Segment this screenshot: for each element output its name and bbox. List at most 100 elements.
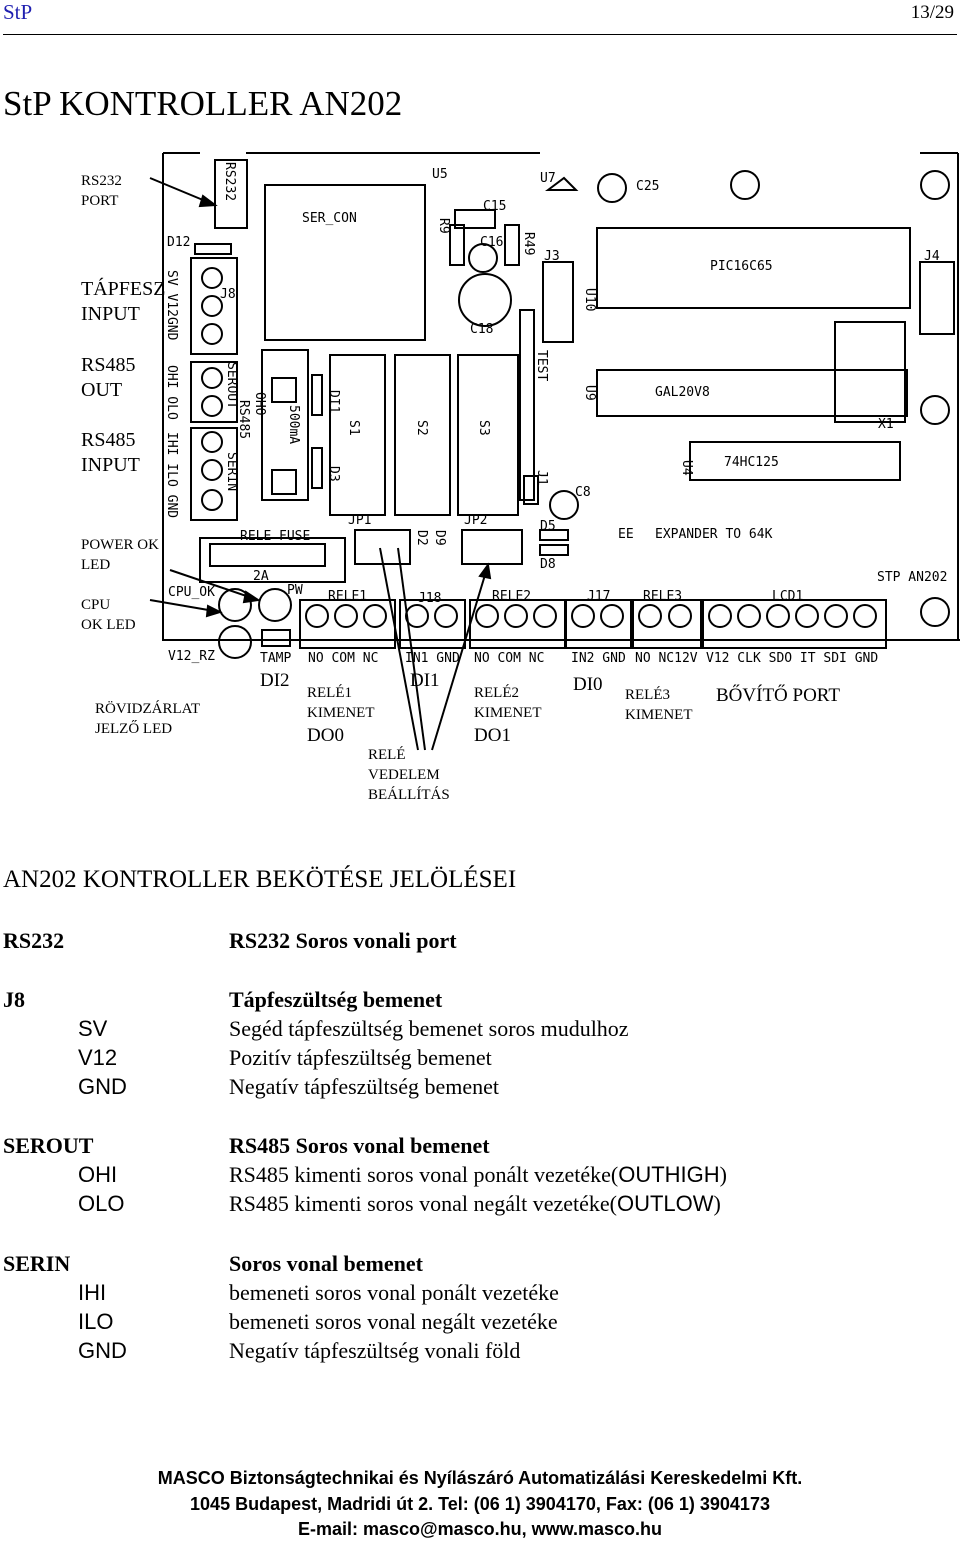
svg-text:S3: S3 [476,420,491,436]
svg-text:D9: D9 [432,530,447,546]
footer-contact: E-mail: masco@masco.hu, www.masco.hu [298,1519,662,1539]
row-sub-ilo: ILO [78,1309,114,1334]
label-do1: DO1 [474,725,511,746]
svg-text:EE: EE [618,527,634,542]
svg-text:RS232: RS232 [222,162,237,201]
svg-text:CPU_OK: CPU_OK [168,585,215,600]
svg-text:PW: PW [287,583,303,598]
svg-text:X1: X1 [878,417,894,432]
header-rule [3,34,957,35]
row-val-v12: Pozitív tápfeszültség bemenet [229,1045,492,1070]
row-val-ilo: bemeneti soros vonal negált vezetéke [229,1309,558,1334]
row-val-ohi: RS485 kimenti soros vonal ponált vezeték… [229,1162,727,1187]
row-val-j8: Tápfeszültség bemenet [229,987,443,1012]
row-sub-sv: SV [78,1016,108,1041]
svg-text:NO COM NC: NO COM NC [308,651,378,666]
svg-text:U5: U5 [432,167,448,182]
svg-text:IHI ILO GND: IHI ILO GND [164,432,179,518]
svg-text:IN1 GND: IN1 GND [405,651,460,666]
svg-text:J3: J3 [544,249,560,264]
row-key-serout: SEROUT [3,1133,94,1158]
svg-text:TEST: TEST [534,350,549,381]
svg-text:D12: D12 [167,235,190,250]
svg-text:EXPANDER TO 64K: EXPANDER TO 64K [655,527,773,542]
svg-text:RS485: RS485 [236,400,251,439]
svg-text:FUSE: FUSE [279,529,310,544]
svg-text:STP AN202: STP AN202 [877,570,947,585]
svg-text:C15: C15 [483,199,506,214]
page-number: 13/29 [910,2,954,23]
row-val-sv: Segéd tápfeszültség bemenet soros mudulh… [229,1016,629,1041]
svg-text:U7: U7 [540,171,556,186]
svg-text:J1: J1 [534,470,549,486]
svg-text:U10: U10 [582,288,597,311]
svg-text:J17: J17 [587,589,610,604]
svg-text:C16: C16 [480,235,503,250]
label-di2: DI2 [260,670,290,691]
svg-text:JP2: JP2 [464,513,487,528]
svg-text:V12 CLK SDO IT SDI GND: V12 CLK SDO IT SDI GND [706,651,878,666]
svg-text:PIC16C65: PIC16C65 [710,259,773,274]
svg-text:74HC125: 74HC125 [724,455,779,470]
header-brand: StP [3,0,33,24]
svg-text:SV V12GND: SV V12GND [164,270,179,341]
svg-text:R49: R49 [521,232,536,255]
svg-text:RELE3: RELE3 [643,589,682,604]
row-key-serin: SERIN [3,1251,71,1276]
svg-text:C8: C8 [575,485,591,500]
svg-text:DI1: DI1 [326,390,341,413]
svg-text:D2: D2 [414,530,429,546]
label-bovito-port: BŐVÍTŐ PORT [716,685,840,706]
svg-text:J4: J4 [924,249,940,264]
svg-text:SERIN: SERIN [224,452,239,491]
label-di0: DI0 [573,674,603,695]
svg-text:IN2 GND: IN2 GND [571,651,626,666]
pcb-diagram: RS232 U5 U7 C25 C15 C16 R9 R49 D12 SER_C… [149,152,960,751]
svg-text:RELE2: RELE2 [492,589,531,604]
row-val-serin: Soros vonal bemenet [229,1251,423,1276]
section-title: AN202 KONTROLLER BEKÖTÉSE JELÖLÉSEI [3,866,517,893]
svg-text:U9: U9 [582,385,597,401]
svg-text:500mA: 500mA [286,405,301,444]
row-sub-v12: V12 [78,1045,118,1070]
svg-text:D8: D8 [540,557,556,572]
svg-text:V12_RZ: V12_RZ [168,649,215,664]
svg-text:NO COM NC: NO COM NC [474,651,544,666]
svg-text:R9: R9 [436,218,451,234]
footer-address: 1045 Budapest, Madridi út 2. Tel: (06 1)… [190,1494,770,1514]
svg-text:S1: S1 [346,420,361,436]
svg-text:D5: D5 [540,519,556,534]
row-val-ihi: bemeneti soros vonal ponált vezetéke [229,1280,559,1305]
svg-text:SEROUT: SEROUT [224,362,239,409]
svg-text:C18: C18 [470,322,493,337]
row-sub-ihi: IHI [78,1280,107,1305]
svg-text:GAL20V8: GAL20V8 [655,385,710,400]
row-key-rs232: RS232 [3,928,65,953]
svg-text:C25: C25 [636,179,659,194]
row-val-gnd2: Negatív tápfeszültség vonali föld [229,1338,521,1363]
svg-text:OHI OLO: OHI OLO [164,365,179,420]
svg-text:OHO: OHO [252,392,267,416]
row-val-rs232: RS232 Soros vonali port [229,928,457,953]
row-val-serout: RS485 Soros vonal bemenet [229,1133,490,1158]
row-sub-gnd2: GND [78,1338,127,1363]
svg-text:2A: 2A [253,569,269,584]
svg-text:D3: D3 [326,466,341,482]
svg-text:J8: J8 [220,287,236,302]
svg-text:S2: S2 [414,420,429,436]
svg-text:RELE: RELE [240,529,271,544]
row-key-j8: J8 [3,987,25,1012]
row-val-gnd: Negatív tápfeszültség bemenet [229,1074,500,1099]
page-title: StP KONTROLLER AN202 [3,84,403,123]
svg-text:NO NC12V: NO NC12V [635,651,698,666]
label-di1: DI1 [410,670,440,691]
